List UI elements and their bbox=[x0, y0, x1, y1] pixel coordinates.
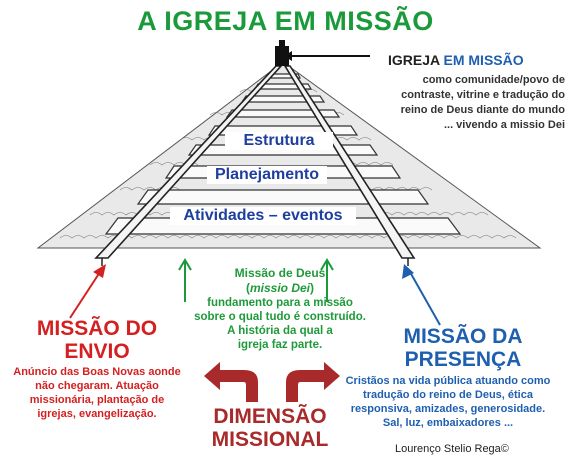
presenca-desc-line: responsiva, amizades, generosidade. bbox=[350, 403, 546, 415]
envio-desc-line: não chegaram. Atuação bbox=[35, 380, 159, 392]
igreja-desc-line: reino de Deus diante do mundo bbox=[400, 104, 565, 116]
igreja-desc-line: contraste, vitrine e tradução do bbox=[401, 89, 565, 101]
igreja-desc-line: como comunidade/povo de bbox=[422, 74, 565, 86]
main-title: A IGREJA EM MISSÃO bbox=[137, 6, 434, 36]
envio-title-line: ENVIO bbox=[64, 340, 130, 363]
author-credit: Lourenço Stelio Rega© bbox=[395, 443, 509, 455]
envio-title-line: MISSÃO DO bbox=[36, 317, 158, 340]
presenca-arrow bbox=[409, 271, 441, 326]
presenca-title-line: PRESENÇA bbox=[404, 348, 522, 371]
dimensao-missional-label: DIMENSÃO MISSIONAL bbox=[185, 405, 355, 451]
atividades-label: Atividades – eventos bbox=[170, 207, 356, 225]
presenca-desc-line: tradução do reino de Deus, ética bbox=[363, 389, 533, 401]
missao-da-presenca-description: Cristãos na vida pública atuando como tr… bbox=[330, 374, 566, 430]
envio-arrow bbox=[69, 271, 101, 319]
dimensao-arrows bbox=[204, 362, 340, 402]
envio-desc-line: missionária, plantação de bbox=[29, 394, 165, 406]
md-desc-line: A história da qual a bbox=[227, 325, 333, 337]
planejamento-label: Planejamento bbox=[207, 166, 327, 184]
md-desc-line: fundamento para a missão bbox=[207, 297, 353, 309]
missio-dei-italic: missio Dei bbox=[249, 281, 311, 295]
missao-do-envio-title: MISSÃO DO ENVIO bbox=[22, 317, 172, 363]
dimensao-line: DIMENSÃO bbox=[213, 405, 327, 428]
md-desc-line: igreja faz parte. bbox=[237, 339, 323, 351]
igreja-heading-part2: EM MISSÃO bbox=[443, 52, 524, 68]
missio-dei-subtitle: (missio Dei) bbox=[180, 281, 380, 295]
missio-dei-open: ( bbox=[245, 281, 250, 295]
missao-de-deus-description: fundamento para a missão sobre o qual tu… bbox=[160, 296, 400, 352]
envio-desc-line: Anúncio das Boas Novas aonde bbox=[13, 366, 181, 378]
missao-da-presenca-title: MISSÃO DA PRESENÇA bbox=[378, 325, 548, 371]
green-arrows bbox=[178, 258, 334, 302]
envio-desc-line: igrejas, evangelização. bbox=[37, 408, 157, 420]
missao-do-envio-description: Anúncio das Boas Novas aonde não chegara… bbox=[2, 365, 192, 421]
presenca-desc-line: Cristãos na vida pública atuando como bbox=[345, 375, 551, 387]
presenca-title-line: MISSÃO DA bbox=[403, 325, 523, 348]
igreja-em-missao-heading: IGREJA EM MISSÃO bbox=[388, 52, 524, 68]
buffer-stop bbox=[275, 40, 289, 66]
presenca-desc-line: Sal, luz, embaixadores ... bbox=[382, 417, 514, 429]
estrutura-label: Estrutura bbox=[225, 132, 333, 150]
missao-de-deus-title: Missão de Deus bbox=[234, 266, 326, 280]
igreja-desc-line: ... vivendo a missio Dei bbox=[443, 119, 565, 131]
missio-dei-close: ) bbox=[310, 281, 315, 295]
igreja-heading-part1: IGREJA bbox=[388, 52, 444, 68]
igreja-description: como comunidade/povo de contraste, vitri… bbox=[360, 73, 565, 133]
md-desc-line: sobre o qual tudo é construído. bbox=[194, 311, 366, 323]
dimensao-line: MISSIONAL bbox=[211, 428, 329, 451]
